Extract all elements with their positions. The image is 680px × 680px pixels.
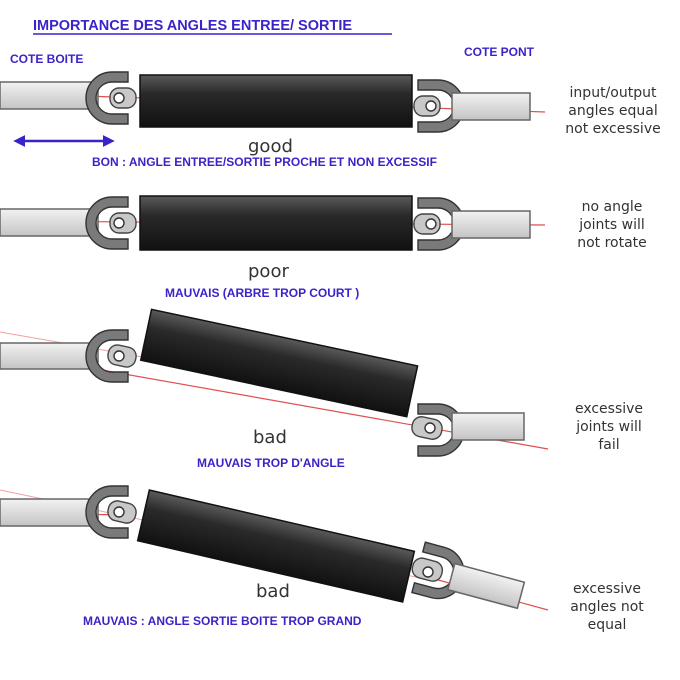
pin-left: [113, 506, 125, 518]
note-bad-excessive: excessive joints will fail: [575, 401, 643, 453]
note-line: input/output: [570, 85, 657, 101]
assembly-bad-excessive: [0, 308, 549, 457]
shaft: [139, 195, 413, 251]
input-stub: [0, 342, 99, 370]
caption-bad-unequal: MAUVAIS : ANGLE SORTIE BOITE TROP GRAND: [83, 614, 362, 628]
output-stub: [451, 210, 531, 239]
shaft: [139, 74, 413, 128]
yoke-left: [85, 329, 129, 383]
page-title: IMPORTANCE DES ANGLES ENTREE/ SORTIE: [33, 18, 352, 34]
note-line: angles equal: [568, 103, 657, 119]
yoke-left: [85, 71, 129, 125]
note-good: input/output angles equal not excessive: [565, 85, 660, 137]
yoke-left: [85, 196, 129, 250]
verdict-bad-unequal: bad: [256, 581, 290, 602]
pin-left: [113, 217, 125, 229]
note-line: equal: [588, 617, 627, 633]
shaft: [139, 308, 419, 418]
caption-bad-excessive: MAUVAIS TROP D'ANGLE: [197, 456, 345, 470]
assembly-bad-unequal: [0, 485, 549, 611]
assembly-good: [0, 71, 546, 133]
output-stub: [451, 412, 525, 441]
shaft: [136, 489, 416, 603]
caption-poor: MAUVAIS (ARBRE TROP COURT ): [165, 286, 359, 300]
input-stub: [0, 498, 99, 527]
input-stub: [0, 208, 99, 237]
note-poor: no angle joints will not rotate: [577, 199, 647, 251]
pin-right: [425, 100, 437, 112]
caption-good: BON : ANGLE ENTREE/SORTIE PROCHE ET NON …: [92, 155, 437, 169]
note-line: not excessive: [565, 121, 660, 137]
yoke-left: [85, 485, 129, 539]
note-line: angles not: [570, 599, 644, 615]
note-line: joints will: [575, 419, 642, 435]
assembly-poor: [0, 195, 546, 251]
label-cote-boite: COTE BOITE: [10, 52, 83, 66]
output-stub: [446, 562, 526, 610]
pin-right: [424, 422, 436, 434]
note-line: no angle: [582, 199, 643, 215]
note-line: not rotate: [577, 235, 647, 251]
pin-left: [113, 92, 125, 104]
verdict-good: good: [248, 136, 293, 157]
note-line: excessive: [573, 581, 641, 597]
pin-left: [113, 350, 125, 362]
output-stub: [451, 92, 531, 121]
verdict-poor: poor: [248, 261, 289, 282]
verdict-bad-excessive: bad: [253, 427, 287, 448]
note-line: fail: [598, 437, 619, 453]
note-line: joints will: [578, 217, 645, 233]
note-bad-unequal: excessive angles not equal: [570, 581, 644, 633]
pin-right: [425, 218, 437, 230]
label-cote-pont: COTE PONT: [464, 45, 535, 59]
pin-right: [422, 566, 434, 578]
note-line: excessive: [575, 401, 643, 417]
input-stub: [0, 81, 99, 110]
